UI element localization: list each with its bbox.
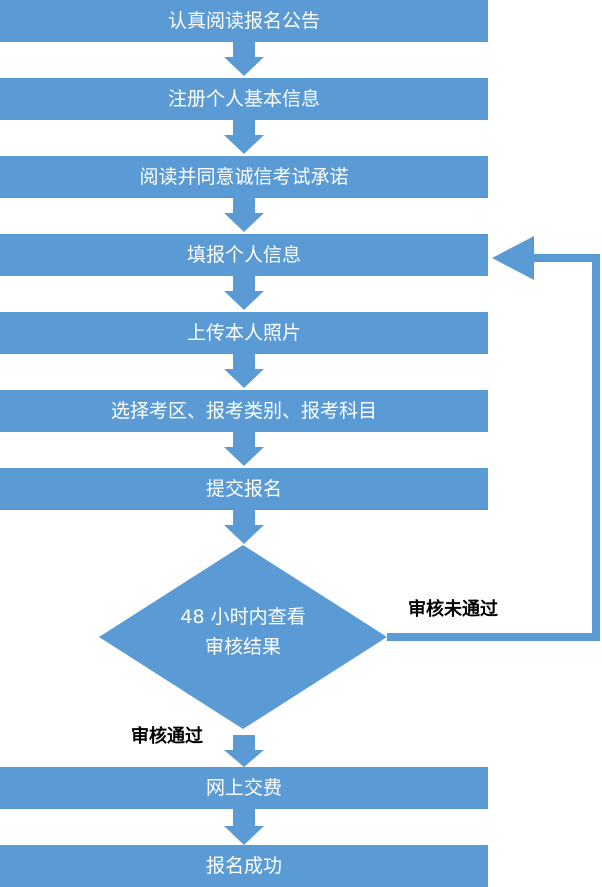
decision-text: 48 小时内查看 审核结果 [143, 602, 343, 662]
down-arrow [224, 42, 264, 76]
step-upload-photo: 上传本人照片 [0, 312, 488, 354]
down-arrow [224, 809, 264, 845]
down-arrow [224, 735, 264, 767]
step-read-announcement: 认真阅读报名公告 [0, 0, 488, 42]
down-arrow [224, 510, 264, 544]
branch-pass-label: 审核通过 [131, 726, 203, 747]
down-arrow [224, 198, 264, 232]
step-integrity-pledge: 阅读并同意诚信考试承诺 [0, 156, 488, 198]
step-select-options: 选择考区、报考类别、报考科目 [0, 390, 488, 432]
branch-fail-label: 审核未通过 [408, 599, 498, 620]
down-arrow [224, 354, 264, 388]
down-arrow [224, 120, 264, 154]
loop-back-connector [387, 254, 600, 641]
decision-diamond [99, 545, 387, 729]
step-success: 报名成功 [0, 845, 488, 887]
step-online-payment: 网上交费 [0, 767, 488, 809]
down-arrows [224, 42, 264, 845]
decision-line-2: 审核结果 [204, 636, 281, 658]
loop-back-arrowhead [492, 236, 534, 280]
step-register-info: 注册个人基本信息 [0, 78, 488, 120]
down-arrow [224, 276, 264, 310]
down-arrow [224, 432, 264, 466]
decision-line-1: 48 小时内查看 [180, 606, 306, 628]
step-fill-personal-info: 填报个人信息 [0, 234, 488, 276]
step-submit: 提交报名 [0, 468, 488, 510]
